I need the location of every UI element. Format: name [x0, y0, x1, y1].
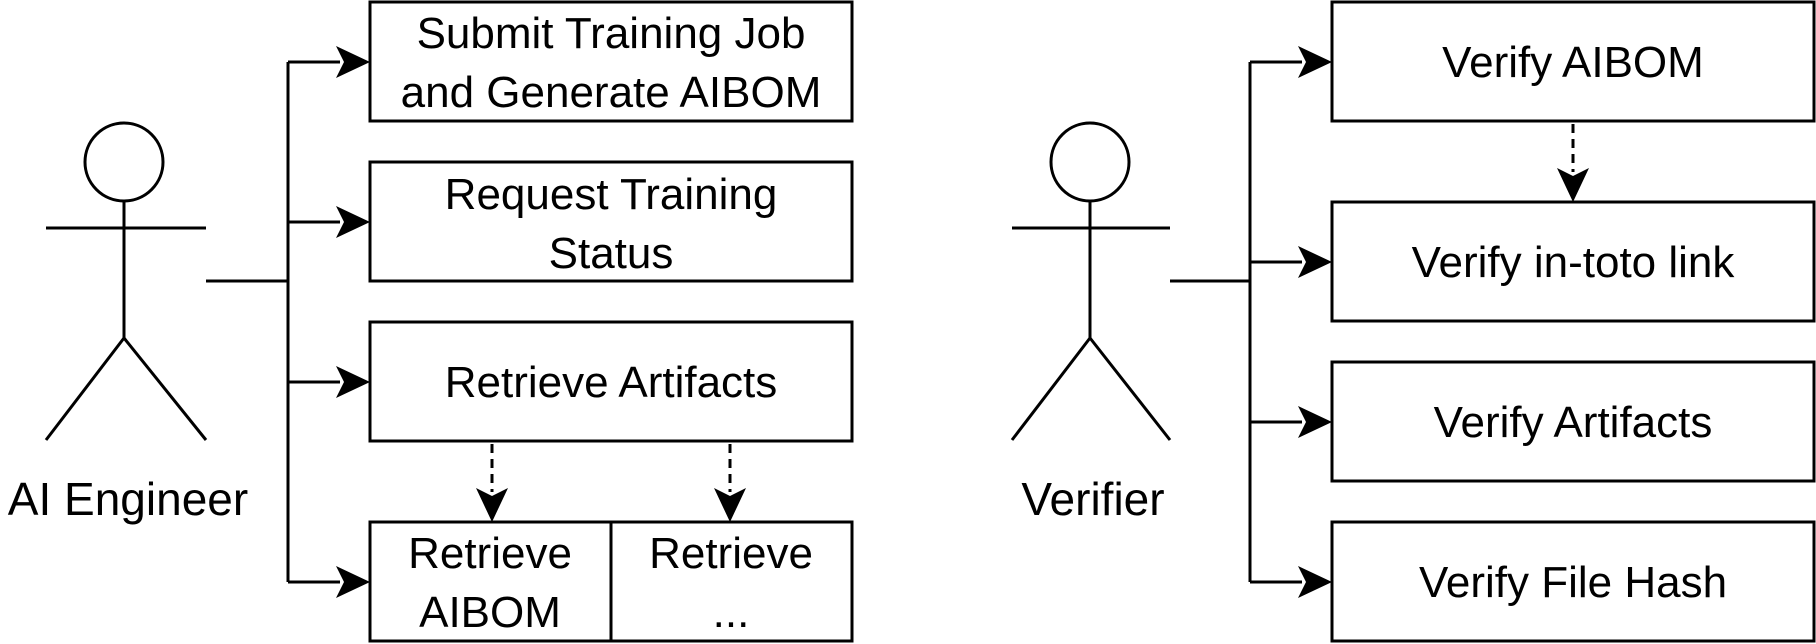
svg-text:Verify AIBOM: Verify AIBOM	[1442, 38, 1704, 87]
svg-text:Verify in-toto link: Verify in-toto link	[1412, 238, 1736, 287]
svg-text:Status: Status	[549, 229, 674, 278]
arrow-head-icon	[336, 46, 370, 78]
action-request-training-status: Request Training Status	[368, 160, 854, 283]
engineer-connectors	[206, 46, 370, 598]
action-verify-artifacts: Verify Artifacts	[1330, 360, 1816, 483]
action-verify-in-toto-link: Verify in-toto link	[1330, 200, 1816, 323]
actor-head-icon	[83, 121, 165, 203]
arrow-head-icon	[336, 366, 370, 398]
action-retrieve-artifacts: Retrieve Artifacts	[368, 320, 854, 443]
svg-text:Submit Training Job: Submit Training Job	[417, 9, 806, 58]
svg-text:Verify File Hash: Verify File Hash	[1419, 558, 1727, 607]
action-submit-training-job: Submit Training Job and Generate AIBOM	[368, 0, 854, 123]
actor-verifier	[1010, 121, 1172, 441]
actor-ai-engineer	[44, 121, 208, 441]
retrieve-aibom-label: Retrieve	[408, 529, 572, 578]
actor-label-verifier: Verifier	[1021, 473, 1164, 525]
engineer-dependency-arrows	[476, 444, 746, 522]
arrow-head-icon	[1557, 168, 1589, 202]
action-retrieve-split: Retrieve AIBOM Retrieve ...	[368, 520, 854, 643]
arrow-head-icon	[1298, 406, 1332, 438]
verifier-dependency-arrow	[1557, 124, 1589, 202]
arrow-head-icon	[1298, 566, 1332, 598]
actor-head-icon	[1049, 121, 1131, 203]
svg-text:Request Training: Request Training	[445, 170, 778, 219]
arrow-head-icon	[336, 566, 370, 598]
arrow-head-icon	[1298, 46, 1332, 78]
arrow-head-icon	[336, 206, 370, 238]
action-verify-aibom: Verify AIBOM	[1330, 0, 1816, 123]
actor-label-ai-engineer: AI Engineer	[8, 473, 248, 525]
arrow-head-icon	[476, 488, 508, 522]
svg-text:and Generate AIBOM: and Generate AIBOM	[401, 68, 822, 117]
arrow-head-icon	[1298, 246, 1332, 278]
svg-text:Verify Artifacts: Verify Artifacts	[1434, 398, 1713, 447]
svg-text:AIBOM: AIBOM	[419, 588, 561, 637]
action-verify-file-hash: Verify File Hash	[1330, 520, 1816, 643]
svg-text:...: ...	[713, 588, 750, 637]
svg-text:Retrieve Artifacts: Retrieve Artifacts	[445, 358, 778, 407]
verifier-connectors	[1170, 46, 1332, 598]
retrieve-other-label: Retrieve	[649, 529, 813, 578]
arrow-head-icon	[714, 488, 746, 522]
